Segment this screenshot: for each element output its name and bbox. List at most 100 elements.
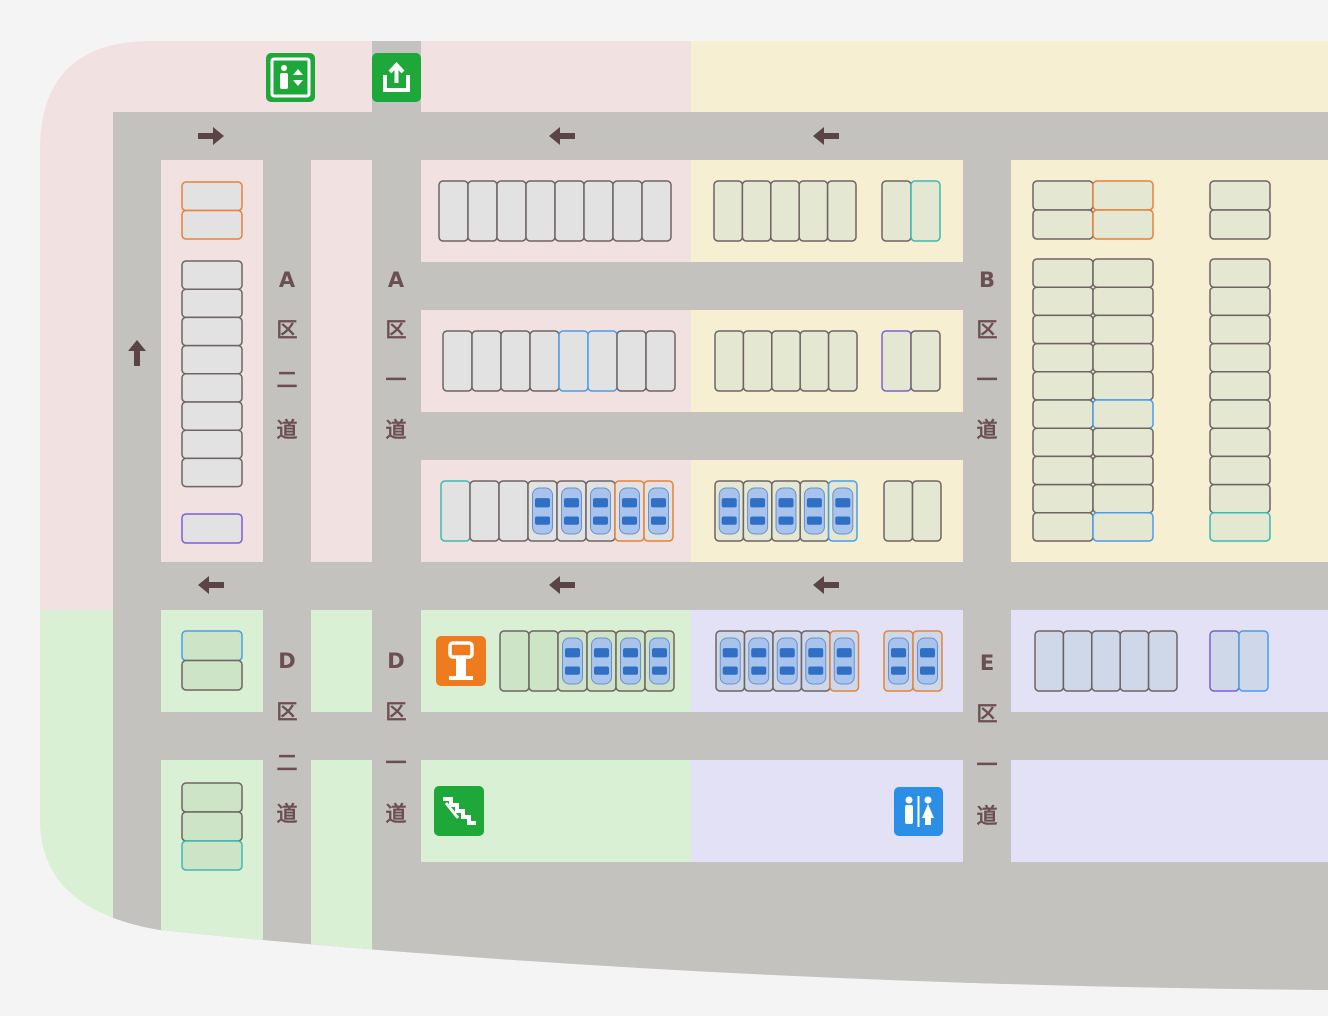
parking-stall[interactable] <box>498 480 529 542</box>
parking-stall[interactable] <box>881 330 912 392</box>
parking-stall[interactable] <box>181 811 243 842</box>
parking-stall[interactable] <box>1032 286 1094 317</box>
parking-stall[interactable] <box>1092 427 1154 458</box>
parking-stall[interactable] <box>1032 371 1094 401</box>
parking-stall[interactable] <box>181 373 243 403</box>
parking-stall[interactable] <box>1209 630 1240 692</box>
parking-stall[interactable] <box>1209 209 1271 240</box>
parking-stall[interactable] <box>1209 342 1271 373</box>
parking-stall[interactable] <box>910 180 941 242</box>
parking-stall[interactable] <box>442 330 473 392</box>
parking-stall[interactable] <box>1119 630 1150 692</box>
parking-stall[interactable] <box>741 180 772 242</box>
stairs-icon[interactable] <box>434 786 484 836</box>
parking-stall[interactable] <box>714 330 745 392</box>
parking-stall[interactable] <box>529 330 560 392</box>
parking-stall[interactable] <box>1034 630 1065 692</box>
parking-stall[interactable] <box>1209 512 1271 542</box>
parking-stall[interactable] <box>799 330 830 392</box>
parking-stall[interactable] <box>1209 286 1271 317</box>
parking-stall[interactable] <box>1032 342 1094 373</box>
parking-stall[interactable] <box>528 630 559 692</box>
parking-stall[interactable] <box>181 782 243 813</box>
parking-stall[interactable] <box>1092 512 1154 542</box>
parking-stall[interactable] <box>1032 455 1094 486</box>
parking-stall[interactable] <box>181 659 243 691</box>
parking-stall[interactable] <box>1147 630 1178 692</box>
parking-stall[interactable] <box>181 429 243 460</box>
parking-stall[interactable] <box>1032 314 1094 345</box>
parking-stall[interactable] <box>1092 455 1154 486</box>
parking-stall[interactable] <box>440 480 471 542</box>
parking-stall[interactable] <box>587 330 618 392</box>
parking-stall[interactable] <box>1092 180 1154 211</box>
parking-stall[interactable] <box>1092 314 1154 345</box>
charging-station-icon[interactable] <box>436 636 486 686</box>
elevator-icon[interactable] <box>266 53 315 102</box>
parking-stall[interactable] <box>641 180 672 242</box>
parking-stall[interactable] <box>1209 258 1271 288</box>
parking-stall[interactable] <box>558 330 589 392</box>
parking-stall[interactable] <box>181 288 243 319</box>
parking-stall[interactable] <box>612 180 643 242</box>
parking-stall[interactable] <box>1092 483 1154 514</box>
exit-icon[interactable] <box>372 53 421 102</box>
parking-stall[interactable] <box>910 330 941 392</box>
parking-stall[interactable] <box>1209 399 1271 429</box>
parking-stall[interactable] <box>645 330 676 392</box>
parking-stall[interactable] <box>181 344 243 375</box>
parking-stall[interactable] <box>1209 180 1271 211</box>
parking-stall[interactable] <box>1209 314 1271 345</box>
parking-stall[interactable] <box>1092 399 1154 429</box>
parking-stall[interactable] <box>438 180 469 242</box>
parking-stall[interactable] <box>826 180 857 242</box>
parking-stall[interactable] <box>1209 483 1271 514</box>
parking-stall[interactable] <box>181 513 243 544</box>
parking-stall[interactable] <box>881 180 912 242</box>
parking-stall[interactable] <box>181 316 243 347</box>
parking-stall[interactable] <box>771 330 801 392</box>
parking-stall[interactable] <box>1092 258 1154 288</box>
parking-stall[interactable] <box>500 330 531 392</box>
parking-stall[interactable] <box>181 181 243 212</box>
parking-stall[interactable] <box>827 330 858 392</box>
restroom-icon[interactable] <box>894 787 943 836</box>
parking-stall[interactable] <box>616 330 647 392</box>
parking-stall[interactable] <box>1209 455 1271 486</box>
parking-stall[interactable] <box>469 480 500 542</box>
parking-stall[interactable] <box>1092 209 1154 240</box>
parking-stall[interactable] <box>1032 427 1094 458</box>
parking-stall[interactable] <box>1032 399 1094 429</box>
parking-stall[interactable] <box>1092 286 1154 317</box>
parking-stall[interactable] <box>1092 342 1154 373</box>
parking-stall[interactable] <box>1032 258 1094 288</box>
parking-stall[interactable] <box>742 330 773 392</box>
parking-stall[interactable] <box>770 180 800 242</box>
parking-stall[interactable] <box>1032 180 1094 211</box>
parking-stall[interactable] <box>525 180 556 242</box>
parking-stall[interactable] <box>911 480 942 542</box>
parking-stall[interactable] <box>1032 483 1094 514</box>
parking-stall[interactable] <box>181 840 243 871</box>
parking-stall[interactable] <box>499 630 530 692</box>
parking-stall[interactable] <box>181 260 243 290</box>
parking-stall[interactable] <box>471 330 502 392</box>
parking-stall[interactable] <box>181 209 243 240</box>
parking-stall[interactable] <box>496 180 527 242</box>
parking-stall[interactable] <box>1238 630 1269 692</box>
parking-stall[interactable] <box>467 180 498 242</box>
parking-stall[interactable] <box>798 180 829 242</box>
parking-stall[interactable] <box>1092 371 1154 401</box>
parking-stall[interactable] <box>1091 630 1121 692</box>
parking-stall[interactable] <box>181 457 243 488</box>
parking-stall[interactable] <box>1209 371 1271 401</box>
parking-stall[interactable] <box>883 480 914 542</box>
parking-stall[interactable] <box>583 180 614 242</box>
parking-stall[interactable] <box>554 180 585 242</box>
parking-stall[interactable] <box>1032 209 1094 240</box>
parking-stall[interactable] <box>1062 630 1093 692</box>
parking-stall[interactable] <box>181 401 243 431</box>
parking-stall[interactable] <box>1032 512 1094 542</box>
parking-stall[interactable] <box>181 630 243 662</box>
parking-stall[interactable] <box>713 180 744 242</box>
